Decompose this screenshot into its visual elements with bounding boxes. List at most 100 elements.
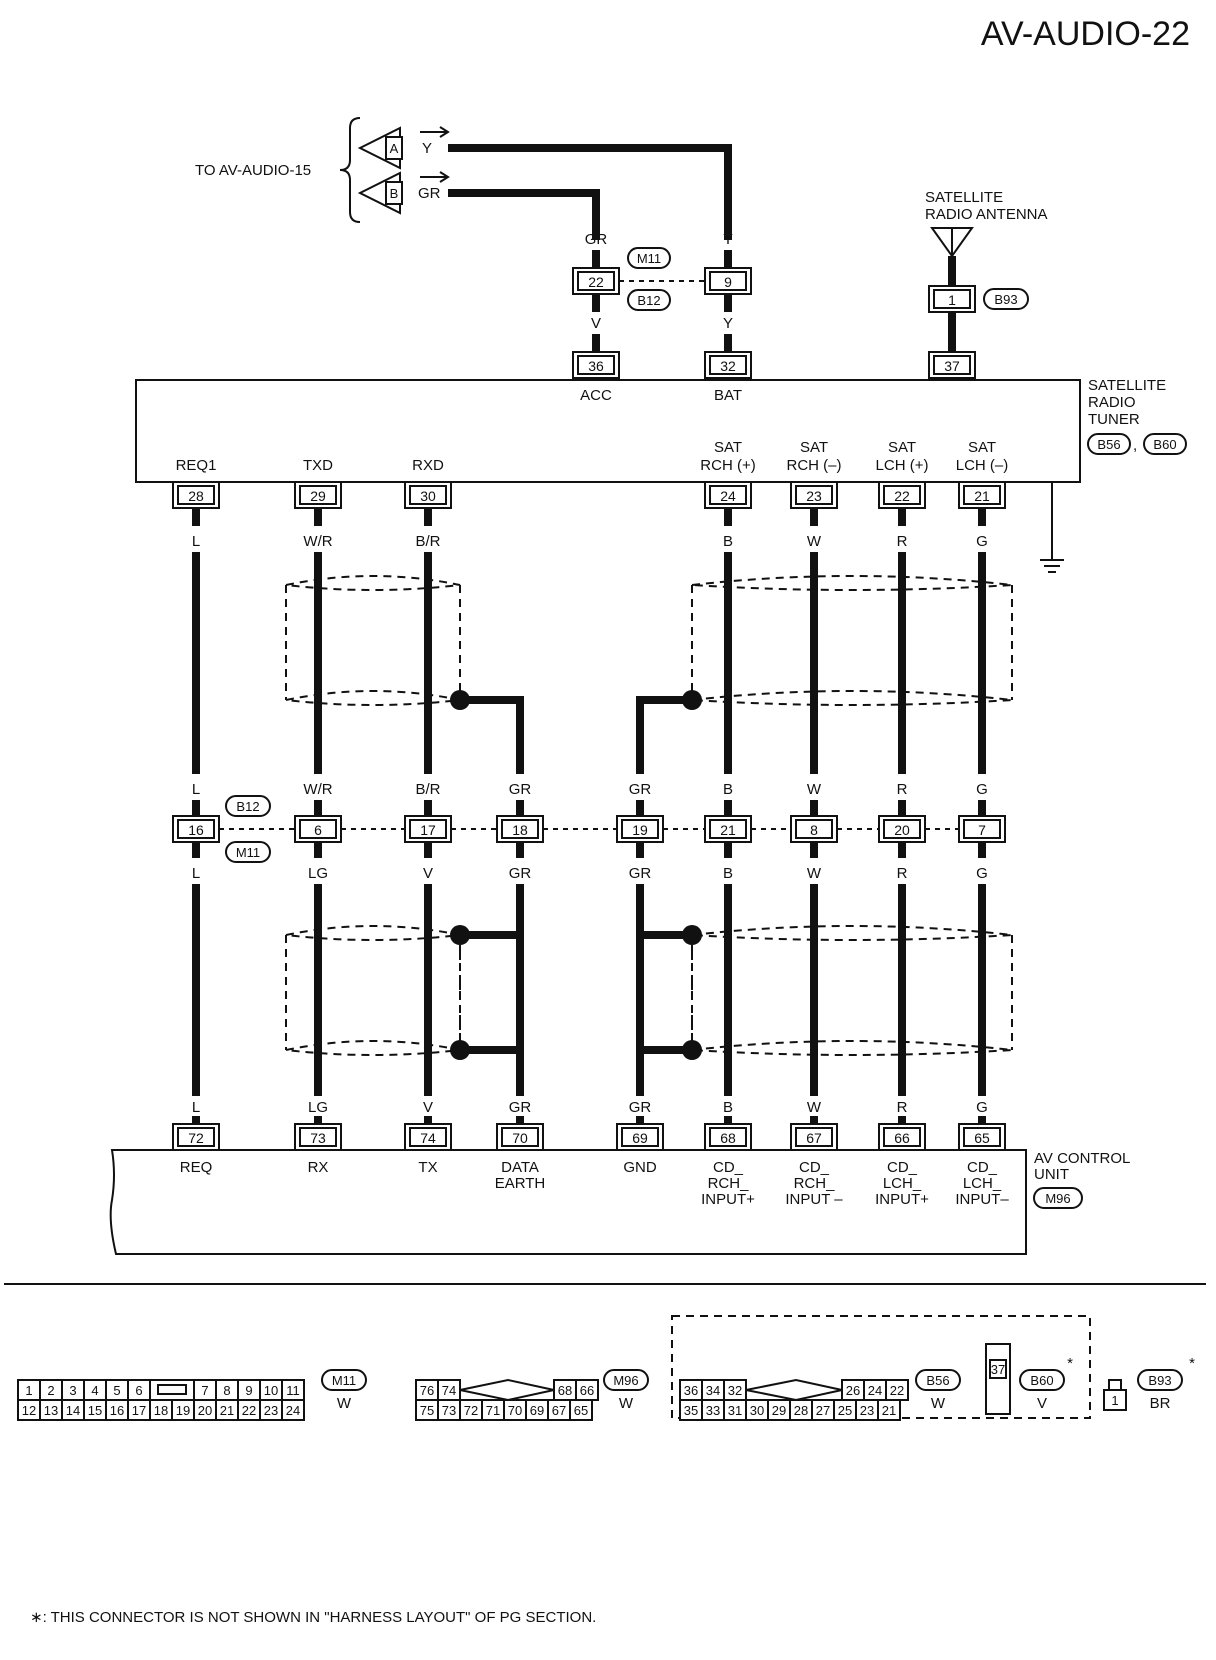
wire-color: V — [423, 865, 433, 882]
wire-y-label: Y — [422, 140, 432, 157]
terminal-number: 31 — [728, 1403, 742, 1418]
terminal-number: 26 — [846, 1383, 860, 1398]
pin-number: 28 — [188, 488, 204, 504]
pin-cavity — [795, 1127, 833, 1147]
connector-id-badge — [225, 795, 271, 817]
terminal-number: 70 — [508, 1403, 522, 1418]
to-av-audio-15-label: TO AV-AUDIO-15 — [195, 162, 311, 179]
pin-name: RCH_ — [708, 1175, 749, 1192]
terminal-number: 69 — [530, 1403, 544, 1418]
terminal-number: 25 — [838, 1403, 852, 1418]
wire-color: GR — [585, 231, 608, 248]
connector-id: B12 — [236, 799, 259, 814]
terminal-number: 7 — [201, 1383, 208, 1398]
terminal-number: 19 — [176, 1403, 190, 1418]
pin-cavity — [795, 819, 833, 839]
wire — [460, 696, 524, 774]
terminal-cell — [989, 1359, 1007, 1379]
terminal-number: 35 — [684, 1403, 698, 1418]
wire-color: GR — [509, 781, 532, 798]
pin-name: SAT — [968, 439, 996, 456]
terminal-number: 74 — [442, 1383, 456, 1398]
wire-color: GR — [629, 781, 652, 798]
terminal-number: 65 — [574, 1403, 588, 1418]
connector-id: B56 — [1097, 437, 1120, 452]
wire-color: G — [976, 781, 988, 798]
tuner-label: TUNER — [1088, 411, 1140, 428]
terminal-number: 10 — [264, 1383, 278, 1398]
wire-color: L — [192, 533, 200, 550]
terminal-cell — [569, 1399, 593, 1421]
wire-color: LG — [308, 865, 328, 882]
connector-id-badge — [225, 841, 271, 863]
wire-gr-label: GR — [418, 185, 441, 202]
connector-id: B60 — [1153, 437, 1176, 452]
wire-color: LG — [308, 1099, 328, 1116]
shield-side — [285, 585, 461, 700]
terminal-number: 3 — [69, 1383, 76, 1398]
connector-id-badge — [603, 1369, 649, 1391]
pin-number: 19 — [632, 822, 648, 838]
shield-end — [691, 690, 1013, 706]
shield-end — [691, 1040, 1013, 1056]
pin-name: LCH_ — [883, 1175, 922, 1192]
pin-number: 68 — [720, 1130, 736, 1146]
terminal-number: 9 — [245, 1383, 252, 1398]
pin-cavity — [709, 819, 747, 839]
connector-id-badge — [1137, 1369, 1183, 1391]
pin-cavity — [501, 1127, 539, 1147]
pin-name: TX — [418, 1159, 437, 1176]
tuner-label: SATELLITE — [1088, 377, 1166, 394]
terminal-number: 11 — [286, 1383, 300, 1398]
pin-cavity — [501, 819, 539, 839]
pin-name: LCH (–) — [956, 457, 1009, 474]
pin-number: 16 — [188, 822, 204, 838]
wire-color-code: W — [931, 1395, 946, 1412]
wire-color: B — [723, 781, 733, 798]
top-reference: TO AV-AUDIO-15 A B Y GR — [195, 117, 732, 240]
terminal-number: 66 — [580, 1383, 594, 1398]
terminal-number: 33 — [706, 1403, 720, 1418]
wire-color: B/R — [415, 781, 440, 798]
middle-joint-connector: L16LW/R6LGB/R17VGR18GRGR19GRB21BW8WR20RG… — [172, 781, 1006, 882]
pin-name: INPUT+ — [701, 1191, 755, 1208]
terminal-number: 4 — [91, 1383, 98, 1398]
pin-cavity — [709, 1127, 747, 1147]
pin-name: BAT — [714, 387, 742, 404]
pin-cavity — [883, 1127, 921, 1147]
terminal-number: 36 — [684, 1383, 698, 1398]
term-b-label: B — [390, 186, 399, 201]
pin-cavity — [963, 819, 1001, 839]
latch-icon — [1108, 1379, 1122, 1391]
pin-cavity — [299, 819, 337, 839]
wire-color: Y — [723, 315, 733, 332]
terminal-number: 8 — [223, 1383, 230, 1398]
shield-end — [285, 690, 461, 706]
pin-number: 7 — [978, 822, 986, 838]
pin-name: GND — [623, 1159, 657, 1176]
terminal-number: 18 — [154, 1403, 168, 1418]
pin-name: DATA — [501, 1159, 539, 1176]
wire-color-code: V — [1037, 1395, 1047, 1412]
pin-number: 30 — [420, 488, 436, 504]
terminal-number: 30 — [750, 1403, 764, 1418]
terminal-number: 67 — [552, 1403, 566, 1418]
pin-name: CD_ — [887, 1159, 918, 1176]
pin-number: 74 — [420, 1130, 436, 1146]
terminal-number: 21 — [220, 1403, 234, 1418]
wire-color: W — [807, 533, 822, 550]
pin-number: 17 — [420, 822, 436, 838]
pin-number: 70 — [512, 1130, 528, 1146]
shield-side — [691, 585, 1013, 700]
terminal-number: 20 — [198, 1403, 212, 1418]
pin-name: ACC — [580, 387, 612, 404]
terminal-number: 6 — [135, 1383, 142, 1398]
key-icon — [745, 1378, 843, 1402]
terminal-number: 21 — [882, 1403, 896, 1418]
wire-color: V — [591, 315, 601, 332]
term-a-label: A — [390, 141, 399, 156]
pin-number: 23 — [806, 488, 822, 504]
wire-color: GR — [629, 865, 652, 882]
pin-number: 67 — [806, 1130, 822, 1146]
wire-color-code: W — [619, 1395, 634, 1412]
